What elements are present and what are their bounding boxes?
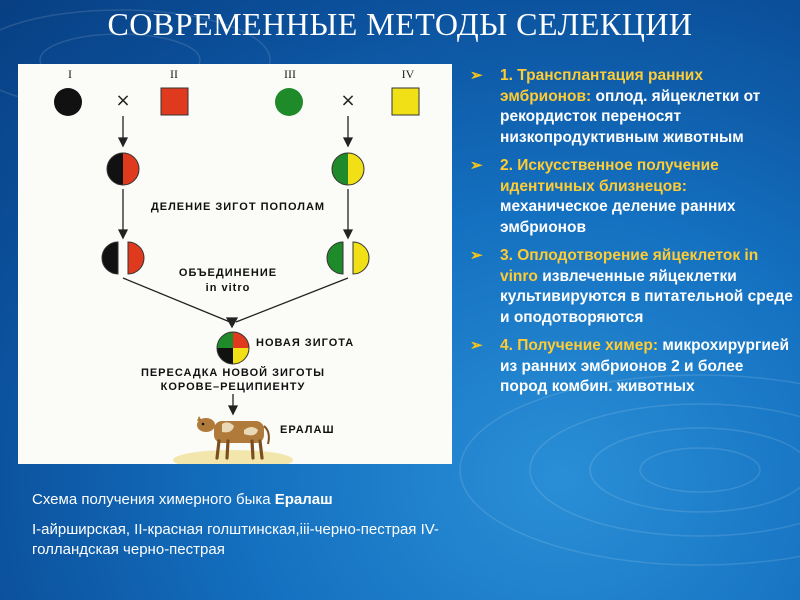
- female-parent-3: [275, 88, 303, 116]
- male-parent-2: [160, 87, 189, 116]
- arrow-bullet-icon: ➢: [470, 337, 483, 354]
- arrow-bullet-icon: ➢: [470, 157, 483, 174]
- method-item-2: ➢ 2. Искусственное получение идентичных …: [470, 156, 795, 238]
- label-breed-3: III: [284, 67, 296, 81]
- label-in-vitro: in vitro: [206, 282, 251, 294]
- label-merge: ОБЪЕДИНЕНИЕ: [179, 267, 277, 279]
- zygote-right: [331, 152, 365, 186]
- method-item-1: ➢ 1. Трансплантация ранних эмбрионов: оп…: [470, 66, 795, 148]
- method-item-4: ➢ 4. Получение химер: микрохирургией из …: [470, 336, 795, 398]
- method-item-3: ➢ 3. Оплодотворение яйцеклеток in vinro …: [470, 246, 795, 328]
- diagram-caption: Схема получения химерного быка Ералаш I-…: [32, 490, 457, 560]
- caption-breeds: I-айрширская, II-красная голштинская,iii…: [32, 521, 439, 558]
- label-zygote-division: ДЕЛЕНИЕ ЗИГОТ ПОПОЛАМ: [151, 201, 325, 213]
- label-calf-name: ЕРАЛАШ: [280, 424, 335, 436]
- method-4-heading: 4. Получение химер:: [500, 337, 659, 354]
- chimera-scheme-diagram: I II III IV × × ДЕЛЕНИЕ ЗИ: [18, 64, 452, 464]
- zygote-left: [106, 152, 140, 186]
- label-breed-1: I: [68, 67, 72, 81]
- method-3-heading: 3. Оплодотворение яйцеклеток in vinro: [500, 247, 759, 285]
- label-breed-2: II: [170, 67, 178, 81]
- method-4-text: микрохирургией из ранних эмбрионов 2 и б…: [500, 337, 790, 395]
- female-parent-1: [54, 88, 82, 116]
- arrow-bullet-icon: ➢: [470, 67, 483, 84]
- method-3-text: извлеченные яйцеклетки культивируются в …: [500, 267, 793, 326]
- method-1-text: оплод. яйцеклетки от рекордисток перенос…: [500, 87, 761, 146]
- male-parent-4: [391, 87, 420, 116]
- calf-illustration: [173, 416, 293, 464]
- method-2-heading: 2. Искусственное получение идентичных бл…: [500, 157, 719, 195]
- method-1-heading: 1. Трансплантация ранних эмбрионов:: [500, 67, 703, 105]
- divided-zygote-left: [101, 241, 145, 275]
- multiply-sign-left: ×: [115, 90, 130, 111]
- divided-zygote-right: [326, 241, 370, 275]
- arrow-bullet-icon: ➢: [470, 247, 483, 264]
- label-breed-4: IV: [402, 67, 415, 81]
- label-transfer-line2: КОРОВЕ–РЕЦИПИЕНТУ: [161, 381, 306, 393]
- multiply-sign-right: ×: [340, 90, 355, 111]
- label-transfer-line1: ПЕРЕСАДКА НОВОЙ ЗИГОТЫ: [141, 366, 325, 379]
- caption-title-text: Схема получения химерного быка: [32, 491, 275, 508]
- caption-bull-name: Ералаш: [274, 491, 333, 508]
- label-new-zygote: НОВАЯ ЗИГОТА: [256, 337, 354, 349]
- page-title: СОВРЕМЕННЫЕ МЕТОДЫ СЕЛЕКЦИИ: [107, 6, 693, 42]
- methods-list: ➢ 1. Трансплантация ранних эмбрионов: оп…: [470, 66, 795, 406]
- new-zygote: [216, 331, 250, 365]
- method-2-text: механическое деление ранних эмбрионов: [500, 198, 736, 236]
- caption-title: Схема получения химерного быка Ералаш: [32, 490, 457, 510]
